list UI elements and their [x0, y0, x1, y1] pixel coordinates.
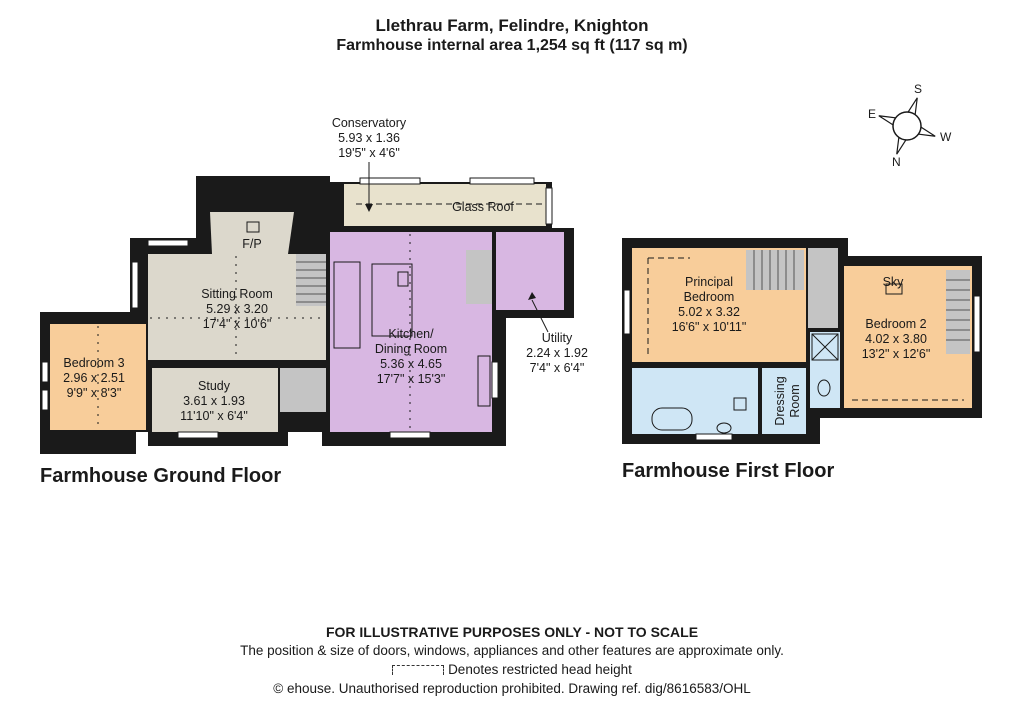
utility-imperial: 7'4" x 6'4" [530, 361, 585, 375]
compass-west: W [940, 130, 952, 144]
dressing-room-room [762, 368, 806, 434]
bedroom3-metric: 2.96 x 2.51 [63, 371, 125, 385]
legend-row: Denotes restricted head height [0, 662, 1024, 677]
conservatory-label: Conservatory [332, 116, 407, 130]
page-title: Llethrau Farm, Felindre, Knighton [375, 16, 649, 35]
bathroom-room [632, 368, 758, 434]
first-floor-title: Farmhouse First Floor [622, 460, 835, 482]
study-metric: 3.61 x 1.93 [183, 394, 245, 408]
dressing-room-label-line2: Room [788, 384, 802, 417]
study-imperial: 11'10" x 6'4" [180, 409, 248, 423]
ground-floor-title: Farmhouse Ground Floor [40, 465, 282, 487]
page-subtitle: Farmhouse internal area 1,254 sq ft (117… [336, 37, 688, 54]
store-room [466, 250, 492, 304]
compass-east: E [868, 107, 876, 121]
utility-label: Utility [542, 331, 573, 345]
fireplace-label: F/P [242, 237, 261, 251]
disclaimer-text: FOR ILLUSTRATIVE PURPOSES ONLY - NOT TO … [325, 624, 699, 640]
compass-north: N [892, 155, 901, 169]
principal-bedroom-label-line1: Principal [685, 275, 733, 289]
kitchen-room [330, 232, 492, 432]
kitchen-imperial: 17'7" x 15'3" [377, 372, 446, 386]
skylight-label: Sky [883, 275, 905, 289]
study-label: Study [198, 379, 231, 393]
sitting-room-imperial: 17'4" x 10'6" [203, 317, 272, 331]
landing [808, 248, 838, 328]
bedroom3-imperial: 9'9" x 8'3" [67, 386, 122, 400]
stairs-ground [296, 254, 326, 306]
study-room [152, 368, 278, 432]
principal-bedroom-imperial: 16'6" x 10'11" [672, 320, 747, 334]
sitting-room-metric: 5.29 x 3.20 [206, 302, 268, 316]
approximate-note: The position & size of doors, windows, a… [240, 643, 784, 658]
principal-bedroom-metric: 5.02 x 3.32 [678, 305, 740, 319]
bedroom2-stairs [946, 270, 970, 354]
bedroom3-room [50, 324, 146, 430]
sitting-room-room [148, 254, 326, 360]
compass-south: S [914, 82, 922, 96]
legend-text: Denotes restricted head height [448, 662, 632, 677]
sitting-room-label: Sitting Room [201, 287, 273, 301]
conservatory-metric: 5.93 x 1.36 [338, 131, 400, 145]
ground-floor-plan [40, 176, 574, 454]
kitchen-metric: 5.36 x 4.65 [380, 357, 442, 371]
principal-bedroom-label-line2: Bedroom [684, 290, 735, 304]
ensuite-room [810, 332, 840, 408]
utility-metric: 2.24 x 1.92 [526, 346, 588, 360]
bedroom2-imperial: 13'2" x 12'6" [862, 347, 931, 361]
bedroom2-label: Bedroom 2 [865, 317, 926, 331]
dressing-room-label-line1: Dressing [773, 376, 787, 425]
glass-roof-label: Glass Roof [452, 200, 514, 214]
conservatory-imperial: 19'5" x 4'6" [338, 146, 400, 160]
stairs-first [746, 250, 804, 290]
restricted-height-swatch [392, 665, 445, 676]
dimension-markers [97, 234, 411, 430]
hallway [280, 368, 326, 412]
bedroom2-metric: 4.02 x 3.80 [865, 332, 927, 346]
compass-icon [878, 97, 936, 155]
fireplace [210, 212, 294, 254]
kitchen-label-line1: Kitchen/ [388, 327, 434, 341]
conservatory-room [344, 184, 546, 226]
bedroom3-label: Bedroom 3 [63, 356, 124, 370]
first-floor-plan [622, 238, 982, 444]
kitchen-label-line2: Dining Room [375, 342, 447, 356]
copyright-text: © ehouse. Unauthorised reproduction proh… [273, 681, 751, 696]
